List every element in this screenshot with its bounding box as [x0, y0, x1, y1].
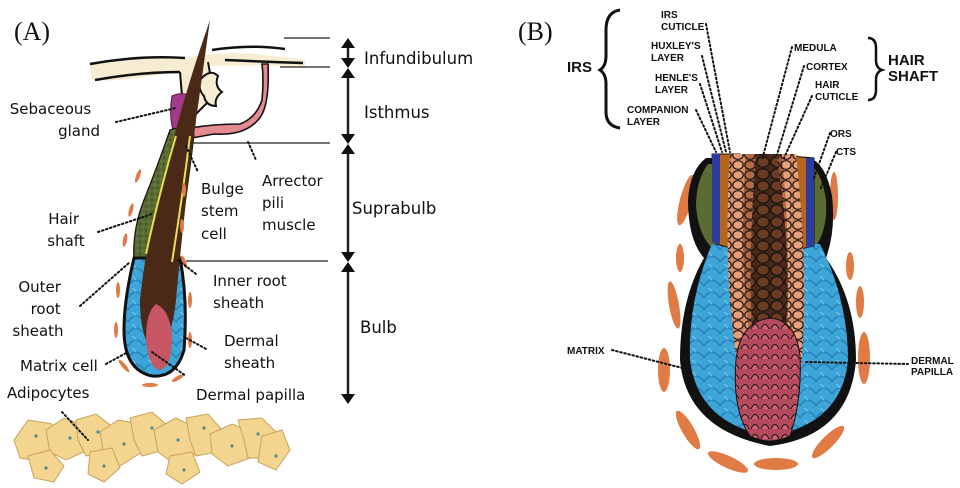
dermal-sheath-cells: [114, 169, 192, 387]
zone-isthmus: Isthmus: [364, 103, 430, 122]
panel-a-illustration: [13, 20, 305, 485]
label-cts: CTS: [836, 147, 856, 158]
label-adipocytes: Adipocytes: [7, 384, 90, 402]
label-huxleys-layer: HUXLEY'S LAYER: [651, 41, 703, 64]
label-sebaceous-gland: Sebaceous gland: [10, 100, 100, 140]
panel-b-label: (B): [518, 17, 553, 46]
label-ors: ORS: [830, 129, 852, 140]
label-hair-shaft-group: HAIR SHAFT: [888, 52, 938, 85]
label-dermal-papilla-b: DERMAL PAPILLA: [911, 356, 956, 378]
label-irs-cuticle: IRS CUTICLE: [661, 10, 705, 33]
panel-b-labels: IRS IRS CUTICLE HUXLEY'S LAYER HENLE'S L…: [567, 10, 956, 378]
label-companion-layer: COMPANION LAYER: [627, 105, 691, 128]
zone-bulb: Bulb: [360, 318, 397, 337]
label-henles-layer: HENLE'S LAYER: [655, 73, 701, 96]
label-outer-root-sheath: Outer root sheath: [12, 278, 65, 340]
panel-a-labels: Sebaceous gland Hair shaft Outer root sh…: [7, 100, 327, 404]
label-inner-root-sheath: Inner root sheath: [213, 272, 291, 312]
panel-b-illustration: [597, 8, 909, 473]
adipocyte-nuclei: [34, 426, 278, 472]
label-matrix: MATRIX: [567, 346, 605, 357]
zone-infundibulum: Infundibulum: [364, 49, 473, 68]
label-dermal-sheath: Dermal sheath: [224, 332, 283, 372]
cts-cells: [658, 172, 870, 473]
zone-markers: [186, 37, 355, 404]
label-bulge-stem-cell: Bulge stem cell: [201, 180, 249, 243]
companion-layer-right: [806, 158, 814, 248]
label-irs-group: IRS: [567, 59, 592, 76]
label-hair-shaft: Hair shaft: [47, 210, 85, 250]
panel-a-label: (A): [14, 17, 50, 46]
adipocyte-cluster: [13, 411, 291, 485]
label-dermal-papilla: Dermal papilla: [196, 386, 305, 404]
arrector-pili-muscle-shape: [189, 63, 270, 139]
label-hair-cuticle: HAIR CUTICLE: [815, 80, 859, 103]
irs-brace: [597, 8, 621, 130]
zone-suprabulb: Suprabulb: [352, 199, 436, 218]
sebaceous-duct: [198, 71, 224, 108]
medulla-shape: [750, 154, 788, 330]
label-cortex: CORTEX: [806, 62, 848, 73]
label-matrix-cell: Matrix cell: [20, 357, 98, 375]
label-arrector-pili-muscle: Arrector pili muscle: [262, 172, 327, 234]
label-medula: MEDULA: [794, 43, 837, 54]
dermal-papilla-cells: [734, 317, 801, 442]
hair-shaft-shape: [140, 20, 210, 356]
companion-layer-left: [712, 154, 720, 244]
hair-shaft-brace: [867, 36, 886, 102]
